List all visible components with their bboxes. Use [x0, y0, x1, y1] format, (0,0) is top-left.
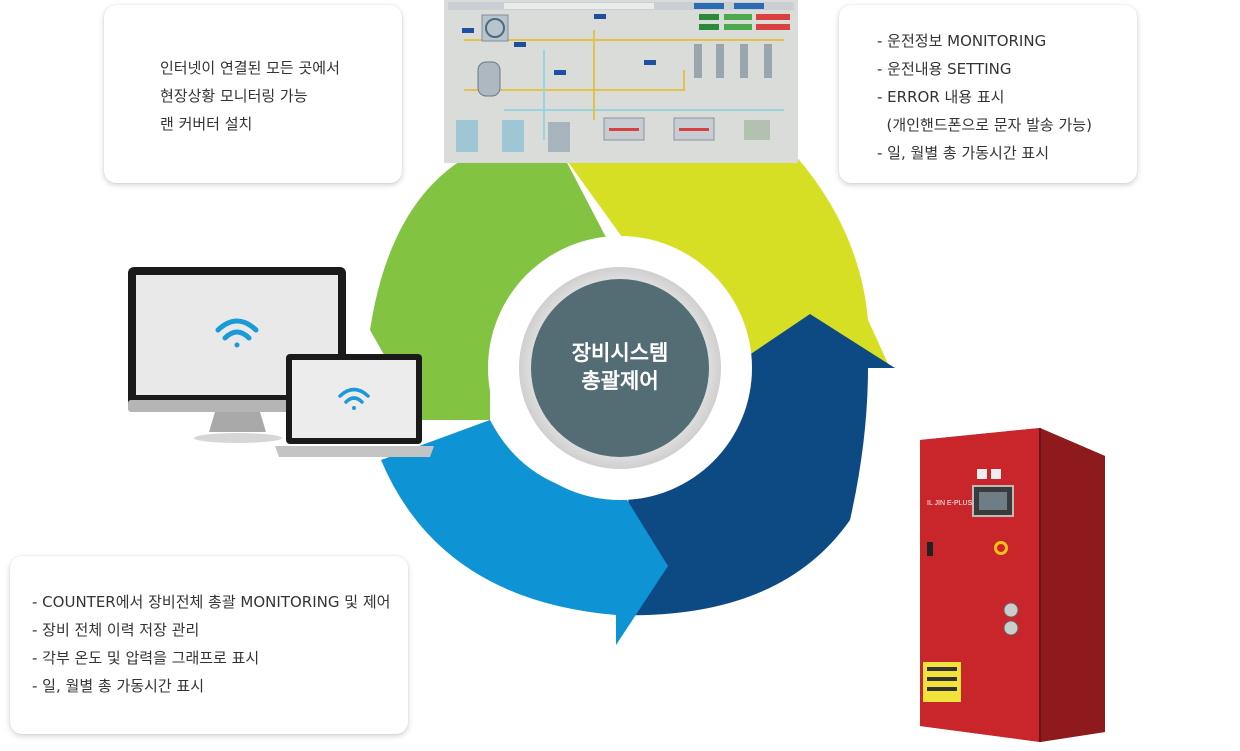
- card-text-line: - 각부 온도 및 압력을 그래프로 표시: [32, 649, 260, 667]
- card-text-line: - ERROR 내용 표시: [877, 88, 1005, 106]
- card-text-line: - 일, 월별 총 가동시간 표시: [32, 677, 205, 695]
- cycle-segment-navy: [616, 314, 895, 616]
- cycle-segment-yellow: [563, 155, 890, 368]
- control-cabinet-image: [920, 428, 1105, 742]
- cabinet-brand-label: IL JIN E-PLUS: [927, 500, 973, 507]
- internet-monitoring-card: 인터넷이 연결된 모든 곳에서 현장상황 모니터링 가능 랜 커버터 설치: [104, 5, 402, 183]
- wifi-icon-laptop: [338, 387, 370, 410]
- card-text-line: 현장상황 모니터링 가능: [160, 87, 308, 105]
- card-text-line: - COUNTER에서 장비전체 총괄 MONITORING 및 제어: [32, 593, 391, 611]
- cycle-segment-blue: [381, 420, 668, 645]
- card-text-line: 랜 커버터 설치: [160, 115, 253, 133]
- counter-control-card: - COUNTER에서 장비전체 총괄 MONITORING 및 제어 - 장비…: [10, 556, 408, 734]
- operation-info-card: - 운전정보 MONITORING - 운전내용 SETTING - ERROR…: [839, 5, 1137, 183]
- card-text-line: - 일, 월별 총 가동시간 표시: [877, 144, 1050, 162]
- hub-circle: [531, 279, 709, 457]
- wifi-icon: [215, 318, 259, 348]
- card-text-line: - 장비 전체 이력 저장 관리: [32, 621, 200, 639]
- scada-screenshot: [444, 0, 798, 163]
- card-text-line: 인터넷이 연결된 모든 곳에서: [160, 59, 340, 77]
- center-label-line1: 장비시스템: [571, 341, 669, 365]
- laptop-icon: [275, 354, 434, 457]
- center-label: 장비시스템 총괄제어: [532, 339, 708, 395]
- card-text-line: - 운전내용 SETTING: [877, 60, 1012, 78]
- card-text-line: - 운전정보 MONITORING: [877, 32, 1047, 50]
- card-text-line: (개인핸드폰으로 문자 발송 가능): [877, 116, 1092, 134]
- devices-illustration: [128, 267, 434, 457]
- center-label-line2: 총괄제어: [581, 369, 659, 393]
- cycle-segment-green: [370, 155, 622, 420]
